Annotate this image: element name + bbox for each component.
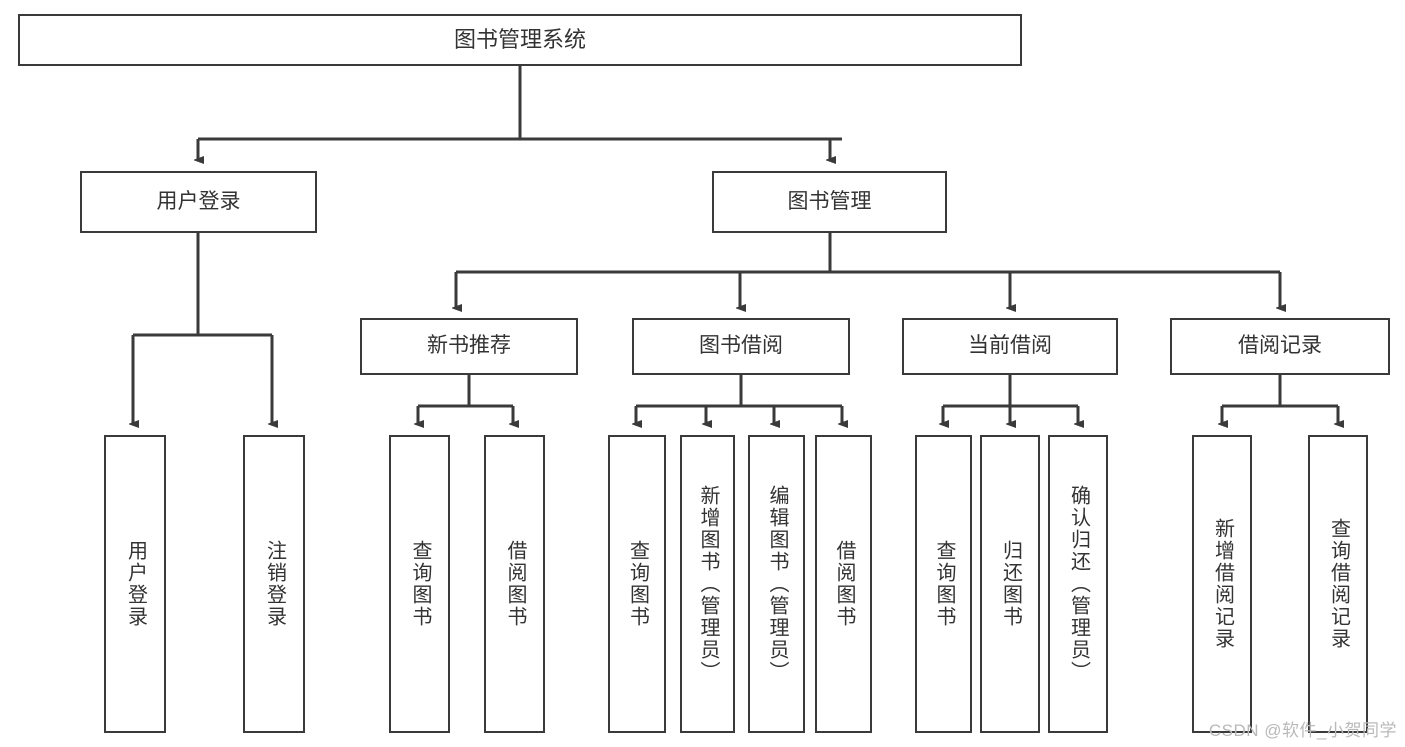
node-label: 确认归还（管理员） (1067, 485, 1090, 683)
node-label: 借阅图书 (833, 540, 855, 628)
watermark: CSDN @软件_小贺同学 (1208, 721, 1397, 740)
node-label: 图书管理 (787, 189, 872, 213)
node-current-borrow[interactable]: 当前借阅 (902, 318, 1118, 375)
node-label: 用户登录 (156, 189, 241, 213)
node-label: 注销登录 (263, 540, 286, 628)
node-borrow-record[interactable]: 借阅记录 (1170, 318, 1390, 375)
node-label: 新书推荐 (427, 334, 511, 358)
node-label: 编辑图书（管理员） (766, 485, 788, 683)
leaf-add-book[interactable]: 新增图书（管理员） (680, 435, 735, 733)
leaf-logout[interactable]: 注销登录 (243, 435, 305, 733)
leaf-user-login[interactable]: 用户登录 (104, 435, 166, 733)
leaf-confirm-return[interactable]: 确认归还（管理员） (1048, 435, 1108, 733)
leaf-query-book-1[interactable]: 查询图书 (389, 435, 450, 733)
node-new-book-rec[interactable]: 新书推荐 (360, 318, 578, 375)
node-label: 查询图书 (933, 540, 955, 628)
leaf-return-book[interactable]: 归还图书 (980, 435, 1040, 733)
node-label: 查询借阅记录 (1327, 518, 1350, 650)
leaf-borrow-book-1[interactable]: 借阅图书 (484, 435, 545, 733)
node-label: 当前借阅 (968, 334, 1052, 358)
leaf-query-book-2[interactable]: 查询图书 (608, 435, 666, 733)
node-user-login[interactable]: 用户登录 (80, 171, 317, 233)
node-label: 归还图书 (999, 540, 1022, 628)
node-label: 查询图书 (409, 540, 431, 628)
leaf-query-book-3[interactable]: 查询图书 (915, 435, 972, 733)
node-label: 借阅图书 (504, 540, 526, 628)
node-label: 用户登录 (124, 540, 147, 628)
leaf-edit-book[interactable]: 编辑图书（管理员） (748, 435, 805, 733)
node-label: 图书管理系统 (453, 27, 586, 53)
node-book-borrow[interactable]: 图书借阅 (632, 318, 850, 375)
node-book-manage[interactable]: 图书管理 (712, 171, 947, 233)
node-label: 图书借阅 (699, 334, 783, 358)
node-label: 新增图书（管理员） (697, 485, 719, 683)
leaf-add-record[interactable]: 新增借阅记录 (1192, 435, 1252, 733)
node-label: 查询图书 (626, 540, 649, 628)
node-root[interactable]: 图书管理系统 (18, 14, 1022, 66)
node-label: 借阅记录 (1238, 334, 1322, 358)
leaf-borrow-book-2[interactable]: 借阅图书 (815, 435, 872, 733)
leaf-query-record[interactable]: 查询借阅记录 (1308, 435, 1368, 733)
node-label: 新增借阅记录 (1211, 518, 1234, 650)
